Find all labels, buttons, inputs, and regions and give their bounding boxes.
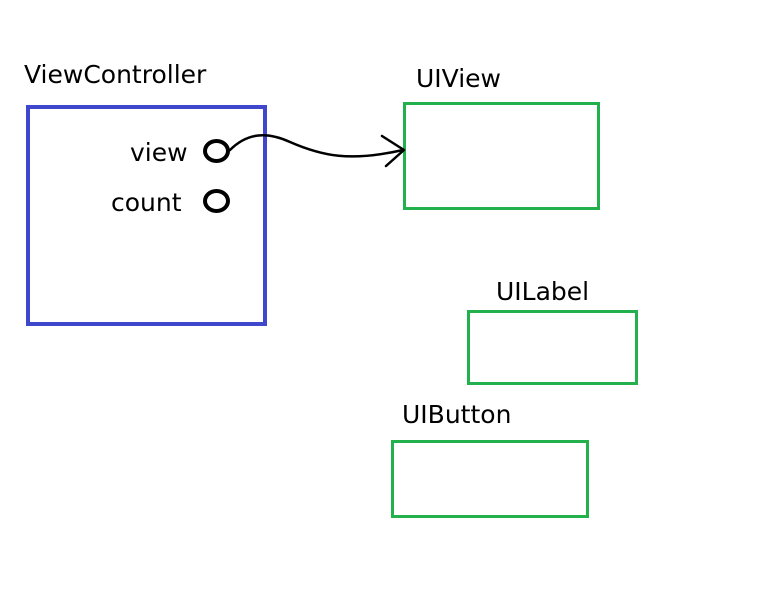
outlet-circle-count [203, 189, 230, 213]
uilabel-title: UILabel [496, 277, 590, 306]
connection-arrowhead [380, 134, 406, 168]
uiview-box [403, 102, 600, 210]
property-label-count: count [111, 188, 182, 217]
view-controller-box [26, 105, 267, 326]
uilabel-box [467, 310, 638, 385]
uibutton-title: UIButton [402, 400, 512, 429]
property-label-view: view [130, 138, 188, 167]
outlet-circle-view [203, 139, 230, 163]
uibutton-box [391, 440, 589, 518]
view-controller-title: ViewController [24, 60, 207, 89]
uiview-title: UIView [416, 64, 501, 93]
